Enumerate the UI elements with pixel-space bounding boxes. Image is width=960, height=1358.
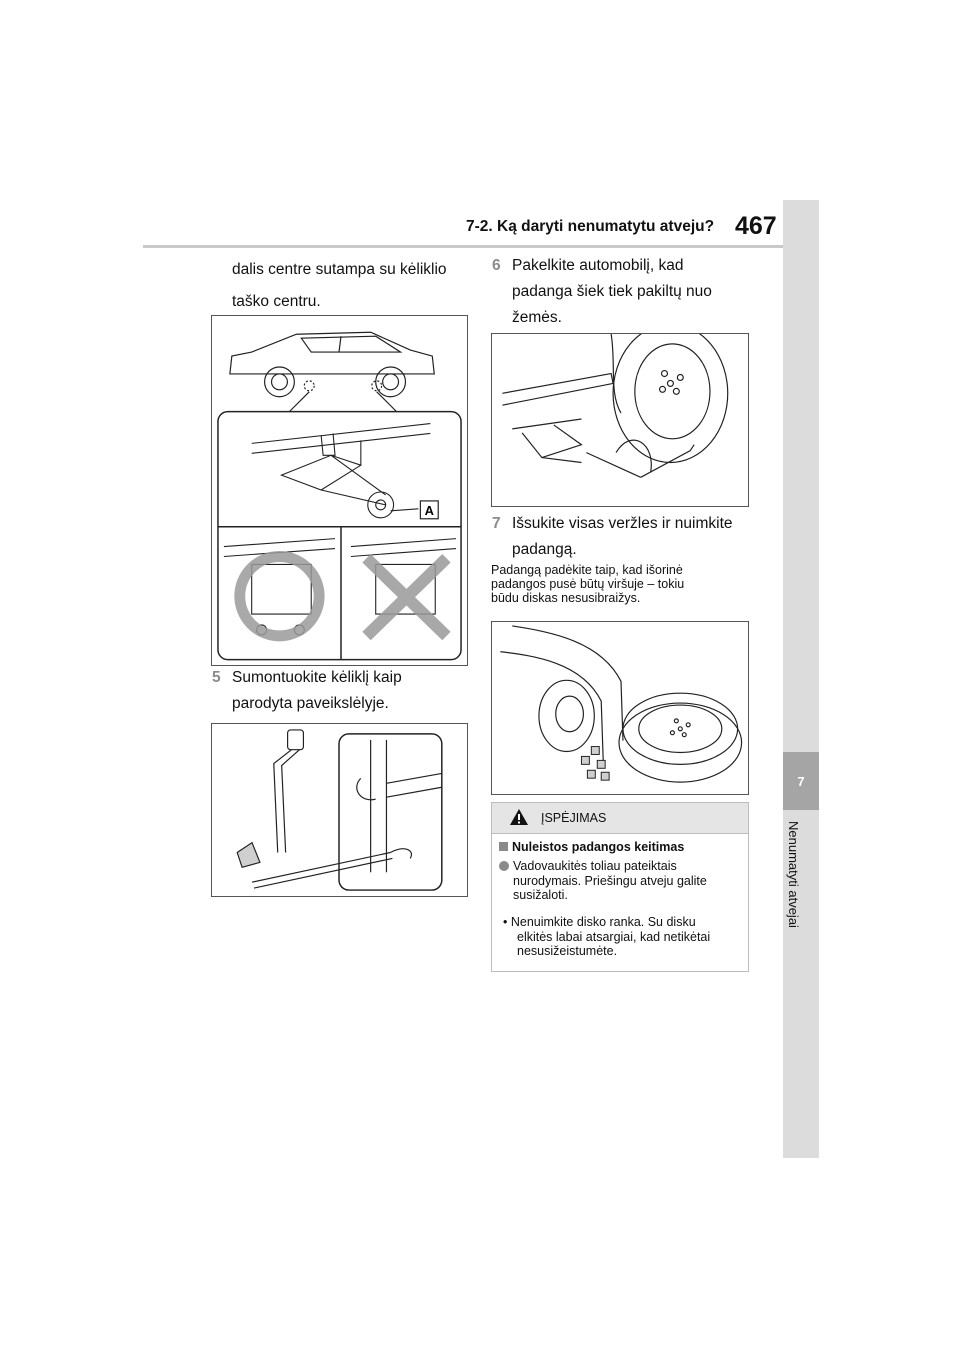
step-number: 7 bbox=[492, 515, 501, 532]
warning-item-1: Vadovaukitės toliau pateiktais nurodymai… bbox=[499, 859, 739, 903]
callout-label-a: A bbox=[425, 503, 434, 518]
section-title: 7-2. Ką daryti nenumatytu atveju? bbox=[466, 218, 715, 235]
circle-bullet-icon bbox=[499, 861, 509, 871]
continued-text: dalis centre sutampa su kėliklio taško c… bbox=[232, 261, 447, 310]
step-number: 6 bbox=[492, 257, 501, 274]
jack-handle-figure bbox=[211, 723, 468, 897]
page-number: 467 bbox=[735, 212, 777, 240]
jack-position-figure: A bbox=[211, 315, 468, 666]
side-tab-band bbox=[783, 200, 819, 1158]
lift-vehicle-figure bbox=[491, 333, 749, 507]
step-5: 5 Sumontuokite kėliklį kaip parodyta pav… bbox=[212, 665, 467, 717]
lift-vehicle-illustration bbox=[502, 334, 729, 478]
warning-header: ĮSPĖJIMAS bbox=[492, 803, 748, 834]
correct-mark-icon bbox=[234, 551, 325, 642]
header-divider bbox=[143, 245, 783, 248]
warning-title: ĮSPĖJIMAS bbox=[541, 811, 607, 825]
incorrect-mark-icon bbox=[362, 554, 451, 641]
warning-subtitle: Nuleistos padangos keitimas bbox=[499, 840, 684, 854]
jack-position-illustration: A bbox=[217, 331, 462, 661]
step-7: 7 Išsukite visas veržles ir nuimkite pad… bbox=[492, 511, 757, 563]
chapter-tab[interactable]: 7 bbox=[783, 752, 819, 810]
warning-triangle-icon bbox=[510, 809, 528, 825]
chapter-label: Nenumatyti atvejai bbox=[786, 821, 801, 928]
tire-removed-figure bbox=[491, 621, 749, 795]
jack-handle-illustration bbox=[236, 729, 443, 891]
square-bullet-icon bbox=[499, 842, 508, 851]
tire-removed-illustration bbox=[500, 625, 743, 783]
step-6: 6 Pakelkite automobilį, kad padanga šiek… bbox=[492, 253, 752, 331]
tire-placement-note: Padangą padėkite taip, kad išorinė padan… bbox=[491, 563, 685, 605]
warning-item-2: • Nenuimkite disko ranka. Su disku elkit… bbox=[503, 915, 711, 958]
lug-nuts-icon bbox=[580, 746, 610, 781]
step-number: 5 bbox=[212, 669, 221, 686]
warning-box: ĮSPĖJIMAS Nuleistos padangos keitimas Va… bbox=[491, 802, 749, 972]
